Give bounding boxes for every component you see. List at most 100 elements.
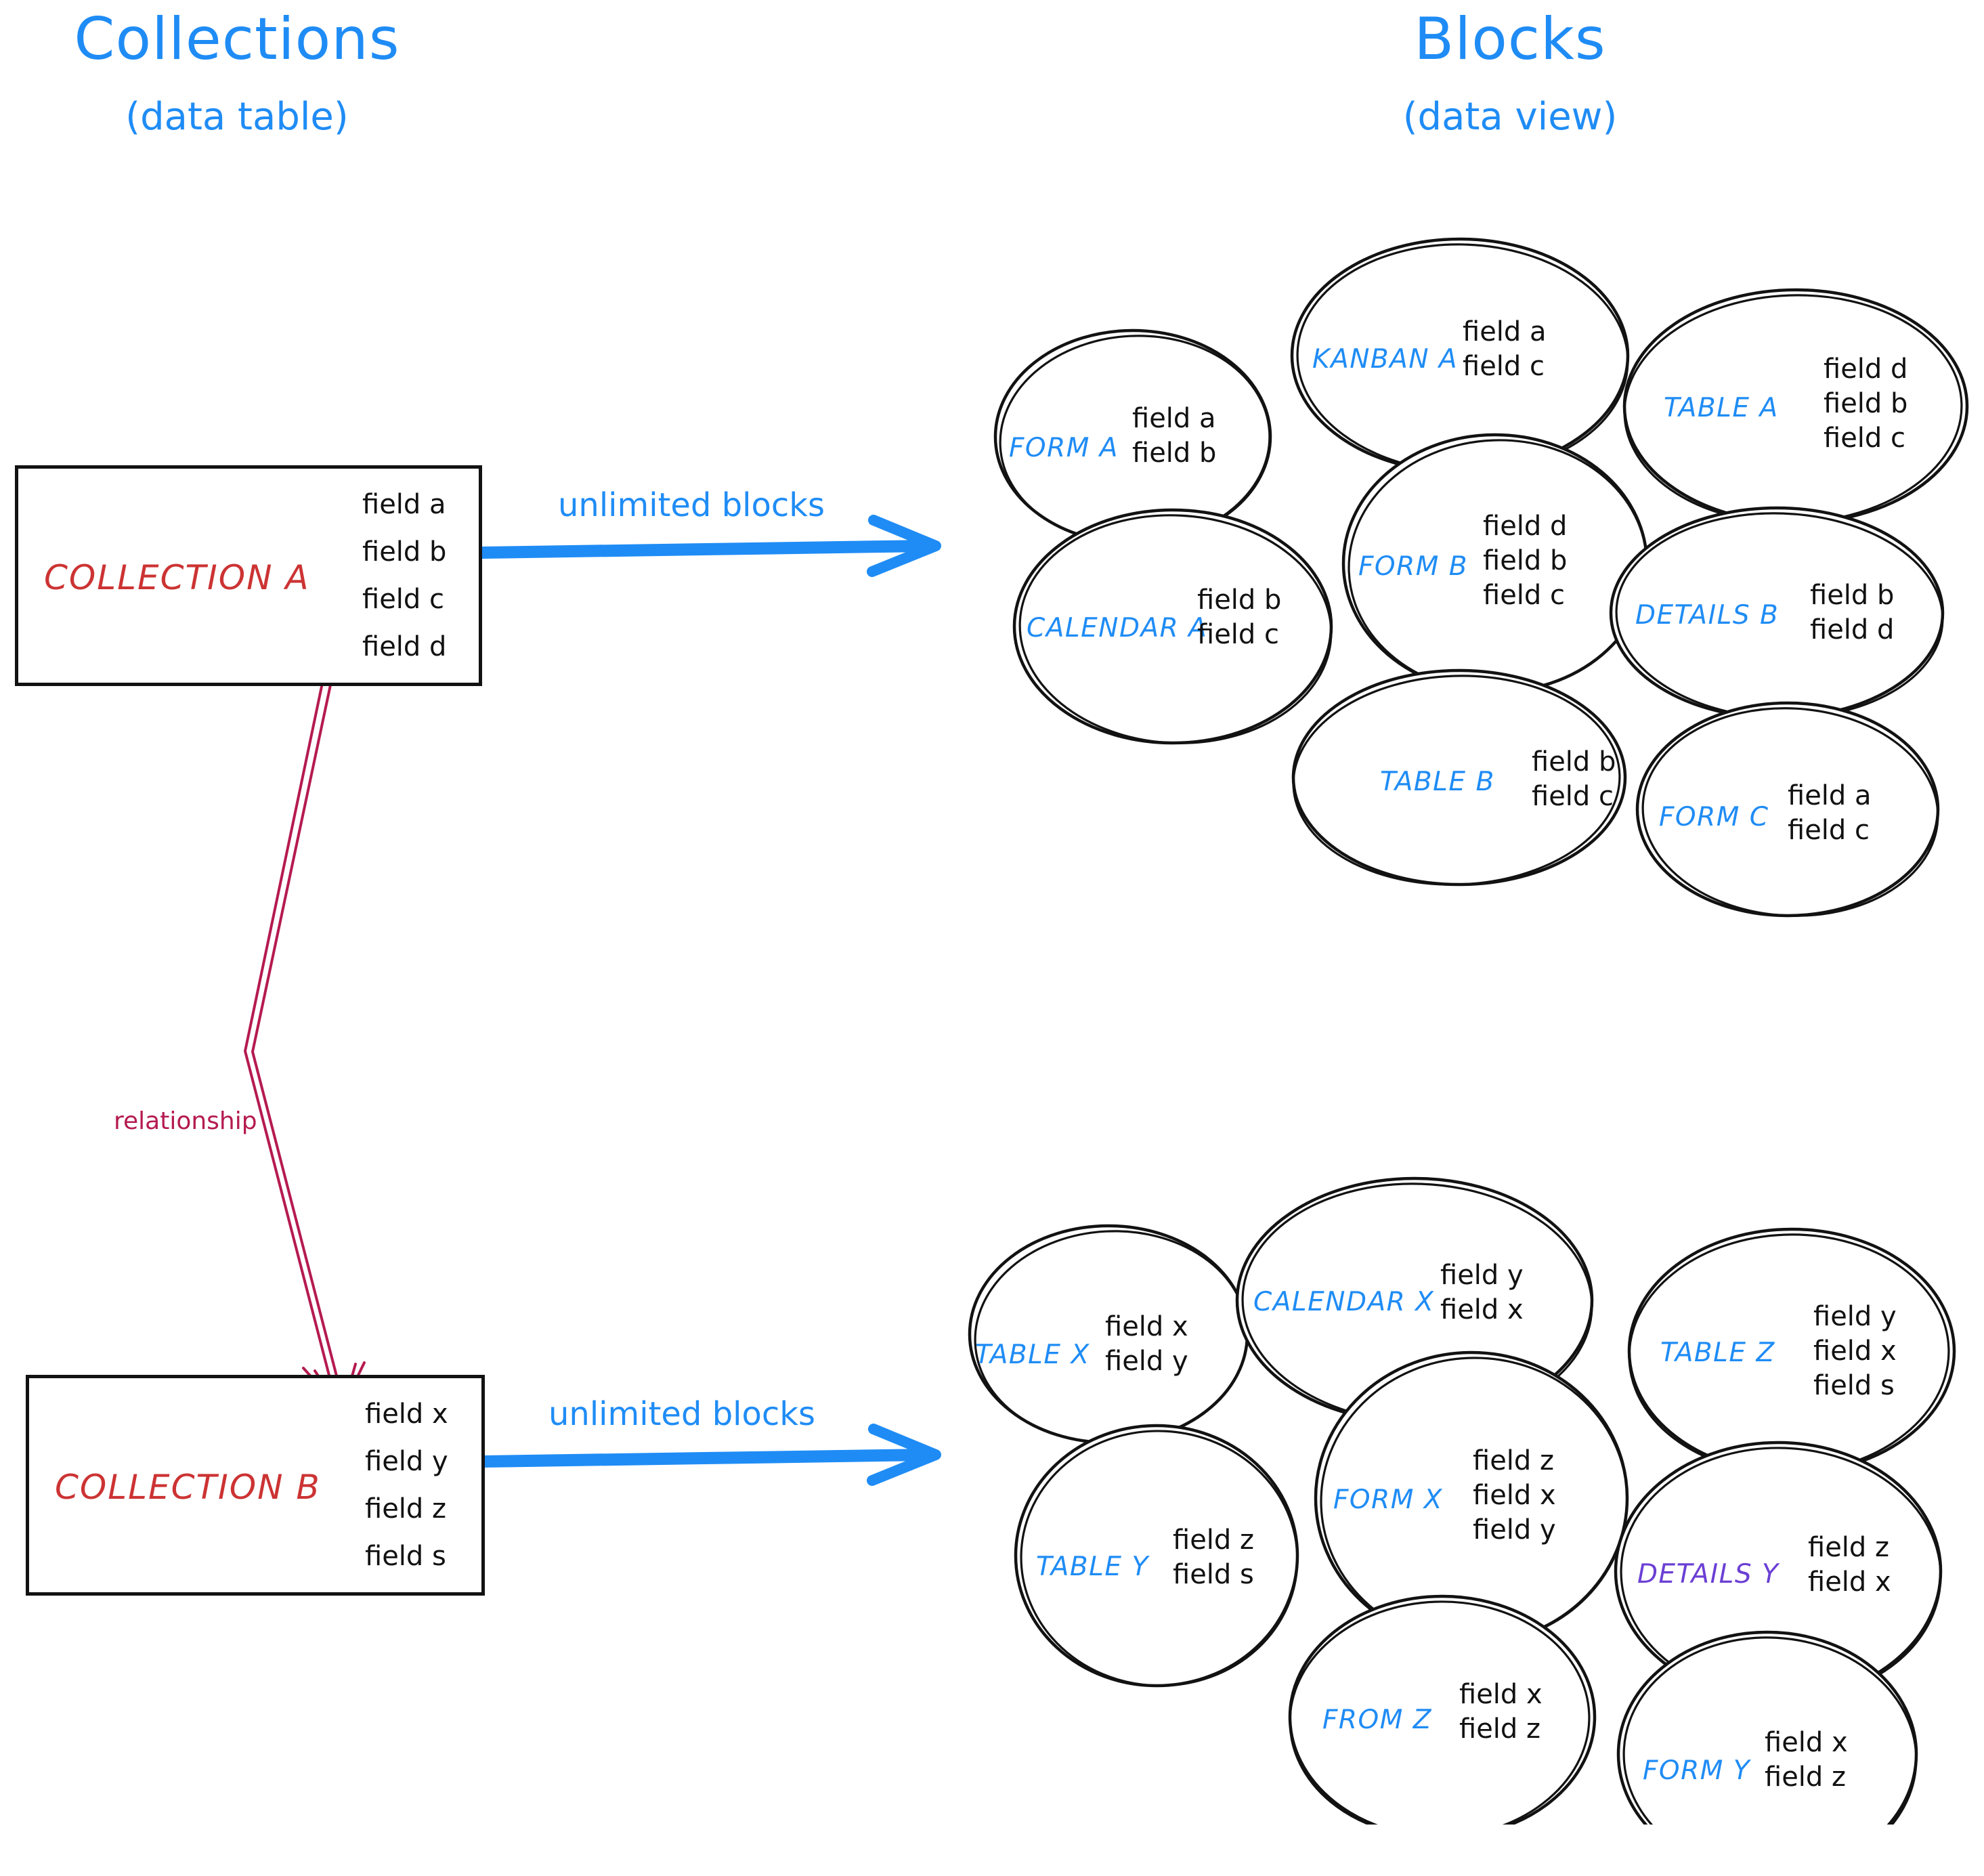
block-field: field z xyxy=(1173,1525,1255,1556)
block-field: field a xyxy=(1463,316,1547,347)
block-table-x[interactable]: TABLE X field x field y xyxy=(970,1226,1247,1443)
block-calendar-a-label: CALENDAR A xyxy=(1027,613,1208,643)
collection-b-field-0: field x xyxy=(365,1399,448,1430)
block-table-a-label: TABLE A xyxy=(1664,393,1779,423)
block-table-x-label: TABLE X xyxy=(975,1340,1090,1370)
block-table-b-label: TABLE B xyxy=(1380,767,1495,797)
block-field: field y xyxy=(1473,1514,1556,1546)
collection-a-field-1: field b xyxy=(362,536,447,568)
block-field: field x xyxy=(1473,1480,1556,1512)
block-form-b-label: FORM B xyxy=(1358,551,1469,582)
block-form-a-label: FORM A xyxy=(1009,433,1119,463)
block-kanban-a[interactable]: KANBAN A field a field c xyxy=(1292,239,1628,472)
block-field: field y xyxy=(1440,1260,1524,1291)
page-title-collections: Collections xyxy=(74,5,400,73)
block-field: field x xyxy=(1440,1294,1524,1326)
page-subtitle-collections: (data table) xyxy=(125,95,349,139)
page-title-blocks: Blocks xyxy=(1414,5,1606,73)
collection-b-name: COLLECTION B xyxy=(55,1468,321,1507)
block-field: field s xyxy=(1813,1370,1895,1402)
block-field: field c xyxy=(1483,580,1566,612)
block-field: field b xyxy=(1197,584,1282,616)
block-details-y-label: DETAILS Y xyxy=(1637,1559,1780,1590)
block-field: field b xyxy=(1532,746,1616,777)
block-table-b[interactable]: TABLE B field b field c xyxy=(1293,670,1625,884)
diagram-canvas: .e { fill:#ffffff; stroke:#121212; strok… xyxy=(15,5,1969,1825)
block-calendar-x-fields: field y field x xyxy=(1440,1258,1524,1327)
block-field: field x xyxy=(1459,1679,1543,1710)
collection-a-box[interactable]: COLLECTION A field a field b field c fie… xyxy=(15,465,482,686)
block-calendar-a[interactable]: CALENDAR A field b field c xyxy=(1014,510,1331,743)
collection-a-field-3: field d xyxy=(362,631,447,662)
block-field: field c xyxy=(1197,619,1280,651)
unlimited-blocks-label-top: unlimited blocks xyxy=(558,486,825,524)
unlimited-blocks-arrow-top xyxy=(476,515,941,577)
block-form-a[interactable]: FORM A field a field b xyxy=(995,331,1270,543)
block-field: field x xyxy=(1105,1311,1188,1342)
collection-b-field-1: field y xyxy=(365,1446,448,1477)
block-form-b[interactable]: FORM B field d field b field c xyxy=(1343,435,1647,692)
block-calendar-x-label: CALENDAR X xyxy=(1253,1287,1435,1317)
block-kanban-a-fields: field a field c xyxy=(1463,315,1547,384)
block-form-c-fields: field a field c xyxy=(1788,779,1872,848)
block-table-a-fields: field d field b field c xyxy=(1824,352,1907,456)
block-field: field z xyxy=(1459,1713,1541,1745)
block-field: field z xyxy=(1765,1762,1847,1793)
block-field: field z xyxy=(1473,1445,1555,1476)
relationship-connector xyxy=(244,666,366,1413)
block-details-b-fields: field b field d xyxy=(1810,578,1894,647)
block-field: field s xyxy=(1173,1559,1254,1591)
block-field: field x xyxy=(1765,1727,1848,1758)
block-calendar-x[interactable]: CALENDAR X field y field x xyxy=(1237,1178,1592,1422)
collection-b-box[interactable]: COLLECTION B field x field y field z fie… xyxy=(26,1375,485,1596)
collection-b-field-3: field s xyxy=(365,1541,446,1572)
block-from-z-label: FROM Z xyxy=(1322,1705,1432,1735)
block-field: field x xyxy=(1813,1336,1897,1367)
block-details-y[interactable]: DETAILS Y field z field x xyxy=(1616,1443,1941,1700)
block-field: field d xyxy=(1810,614,1895,646)
block-from-z[interactable]: FROM Z field x field z xyxy=(1290,1596,1595,1837)
block-calendar-a-fields: field b field c xyxy=(1197,583,1281,652)
block-table-x-fields: field x field y xyxy=(1105,1310,1188,1379)
block-field: field c xyxy=(1824,423,1906,454)
block-field: field x xyxy=(1808,1566,1891,1598)
collection-a-field-2: field c xyxy=(362,584,445,615)
block-field: field c xyxy=(1463,351,1545,383)
block-field: field d xyxy=(1824,354,1908,385)
block-form-x[interactable]: FORM X field z field x field y xyxy=(1316,1352,1627,1644)
block-field: field z xyxy=(1808,1532,1890,1563)
block-table-y[interactable]: TABLE Y field z field s xyxy=(1016,1426,1297,1686)
collection-b-field-2: field z xyxy=(365,1493,447,1525)
block-field: field b xyxy=(1483,545,1568,577)
block-form-y-fields: field x field z xyxy=(1765,1726,1848,1795)
block-from-z-fields: field x field z xyxy=(1459,1678,1543,1747)
block-field: field y xyxy=(1813,1301,1897,1332)
block-table-z-fields: field y field x field s xyxy=(1813,1300,1897,1404)
block-form-x-fields: field z field x field y xyxy=(1473,1444,1556,1548)
block-kanban-a-label: KANBAN A xyxy=(1312,344,1459,375)
relationship-label: relationship xyxy=(114,1107,257,1135)
block-field: field a xyxy=(1132,403,1216,434)
block-form-y[interactable]: FORM Y field x field z xyxy=(1618,1632,1916,1876)
block-form-y-label: FORM Y xyxy=(1643,1755,1751,1786)
block-field: field c xyxy=(1532,781,1614,813)
collection-a-name: COLLECTION A xyxy=(44,558,310,597)
block-field: field d xyxy=(1483,511,1568,542)
unlimited-blocks-label-bottom: unlimited blocks xyxy=(548,1395,816,1433)
block-form-x-label: FORM X xyxy=(1333,1485,1443,1515)
page-subtitle-blocks: (data view) xyxy=(1402,95,1618,139)
block-table-z[interactable]: TABLE Z field y field x field s xyxy=(1629,1229,1954,1473)
block-table-y-fields: field z field s xyxy=(1173,1523,1254,1592)
block-form-c[interactable]: FORM C field a field c xyxy=(1637,703,1938,916)
block-table-a[interactable]: TABLE A field d field b field c xyxy=(1624,290,1967,523)
collection-a-field-0: field a xyxy=(362,489,446,520)
block-table-b-fields: field b field c xyxy=(1532,745,1616,814)
block-field: field y xyxy=(1105,1346,1188,1378)
block-details-b[interactable]: DETAILS B field b field d xyxy=(1611,508,1943,718)
block-field: field a xyxy=(1788,780,1872,811)
block-table-z-label: TABLE Z xyxy=(1660,1338,1775,1368)
block-form-c-label: FORM C xyxy=(1659,802,1769,832)
block-field: field b xyxy=(1132,438,1217,469)
block-form-b-fields: field d field b field c xyxy=(1483,509,1567,614)
block-table-y-label: TABLE Y xyxy=(1036,1552,1149,1582)
